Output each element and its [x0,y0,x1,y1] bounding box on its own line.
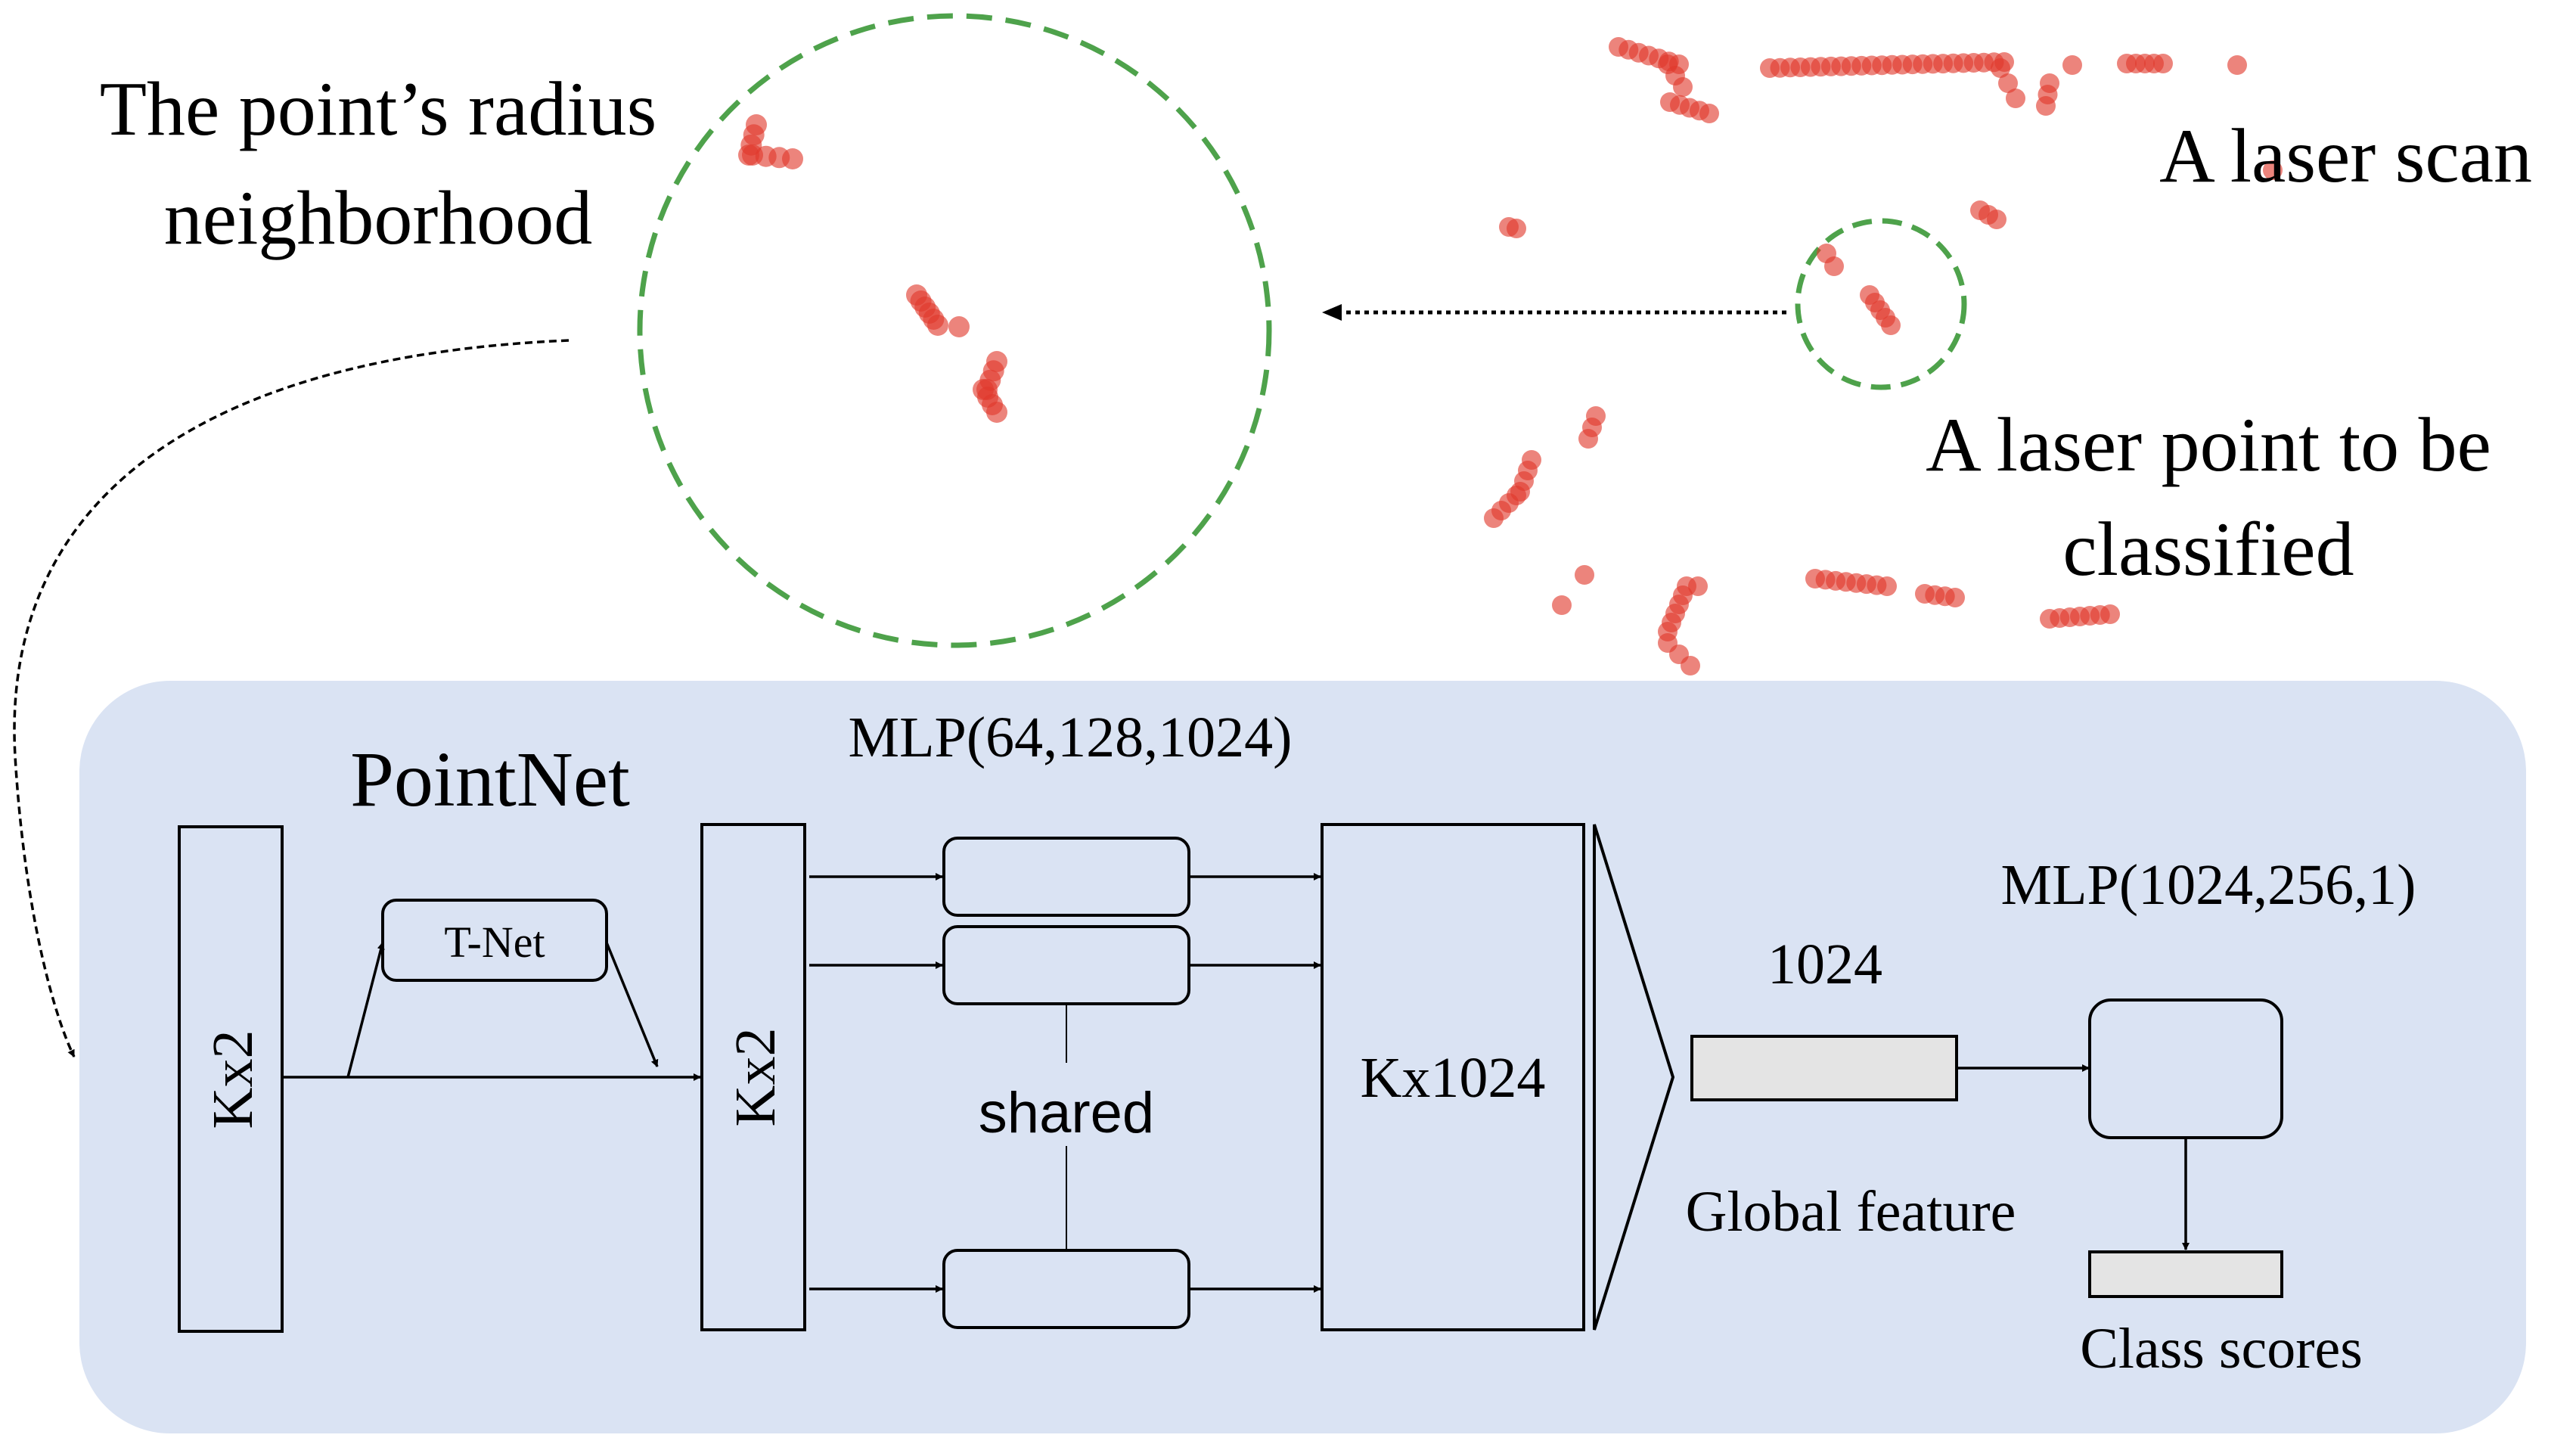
radius-neighborhood-label-line2: neighborhood [164,175,593,261]
laser-scan-label: A laser scan [2159,113,2532,199]
scan-point [2263,160,2283,180]
scan-point [2100,604,2120,624]
neighborhood-point [782,148,803,169]
pointnet-title: PointNet [350,736,630,823]
transformed-matrix-label: Kx2 [724,1028,787,1127]
pointnet-panel-bg [79,681,2526,1433]
tnet-box [381,899,608,982]
radius-neighborhood-label-line1: The point’s radius [100,67,657,152]
scan-point [1484,508,1504,528]
neighborhood-points [738,114,1007,423]
scan-point [2153,54,2173,73]
scan-point [2062,55,2082,75]
global-feature-bar [1690,1035,1958,1101]
tnet-label: T-Net [444,918,545,967]
global-feature-label: Global feature [1686,1180,2016,1244]
scan-point [1699,104,1719,123]
query-point-circle [1795,218,1967,390]
scan-point [1881,315,1901,335]
laser-point-label-line2: classified [2062,507,2354,592]
scan-point [1673,77,1693,97]
scan-point [1877,576,1897,596]
mlp-shared-label: MLP(64,128,1024) [849,706,1293,769]
neighborhood-point [927,315,948,336]
pointnet-panel: PointNet MLP(64,128,1024) MLP(1024,256,1… [79,681,2526,1433]
scan-point [1575,565,1594,585]
scan-point [2227,55,2247,75]
mlp-head-label: MLP(1024,256,1) [2001,853,2416,917]
input-matrix-box [178,825,284,1333]
scan-point [1552,595,1572,615]
max-pool-wedge [1593,824,1675,1331]
shared-label: shared [979,1081,1154,1145]
input-matrix-label: Kx2 [201,1030,265,1129]
scan-point [1987,210,2006,229]
scan-point [1824,256,1844,276]
neighborhood-point [986,402,1007,423]
neighborhood-point [948,316,970,337]
scan-point [1945,588,1965,607]
feature-matrix-label: Kx1024 [1361,1046,1546,1110]
transformed-matrix-box [700,823,806,1331]
scan-point [2006,89,2025,108]
to-tnet-arrow [346,942,385,1078]
scan-point [1507,219,1526,238]
laser-scan-points [1484,37,2283,675]
neighborhood-circle [637,13,1272,648]
laser-point-label-line1: A laser point to be [1926,402,2491,488]
feature-matrix-box [1321,823,1585,1331]
scan-point [1681,656,1700,675]
class-scores-label: Class scores [2080,1317,2363,1380]
from-tnet-arrow [605,942,659,1067]
scan-point [1578,429,1598,449]
scan-point [1991,58,2010,78]
scan-point [1998,73,2018,93]
class-scores-bar [2088,1250,2283,1298]
scan-point [2036,96,2056,116]
scan-point [1688,576,1708,596]
global-feature-dim-label: 1024 [1768,933,1882,996]
laser-scan-section: The point’s radius neighborhood A laser … [13,13,2532,1057]
